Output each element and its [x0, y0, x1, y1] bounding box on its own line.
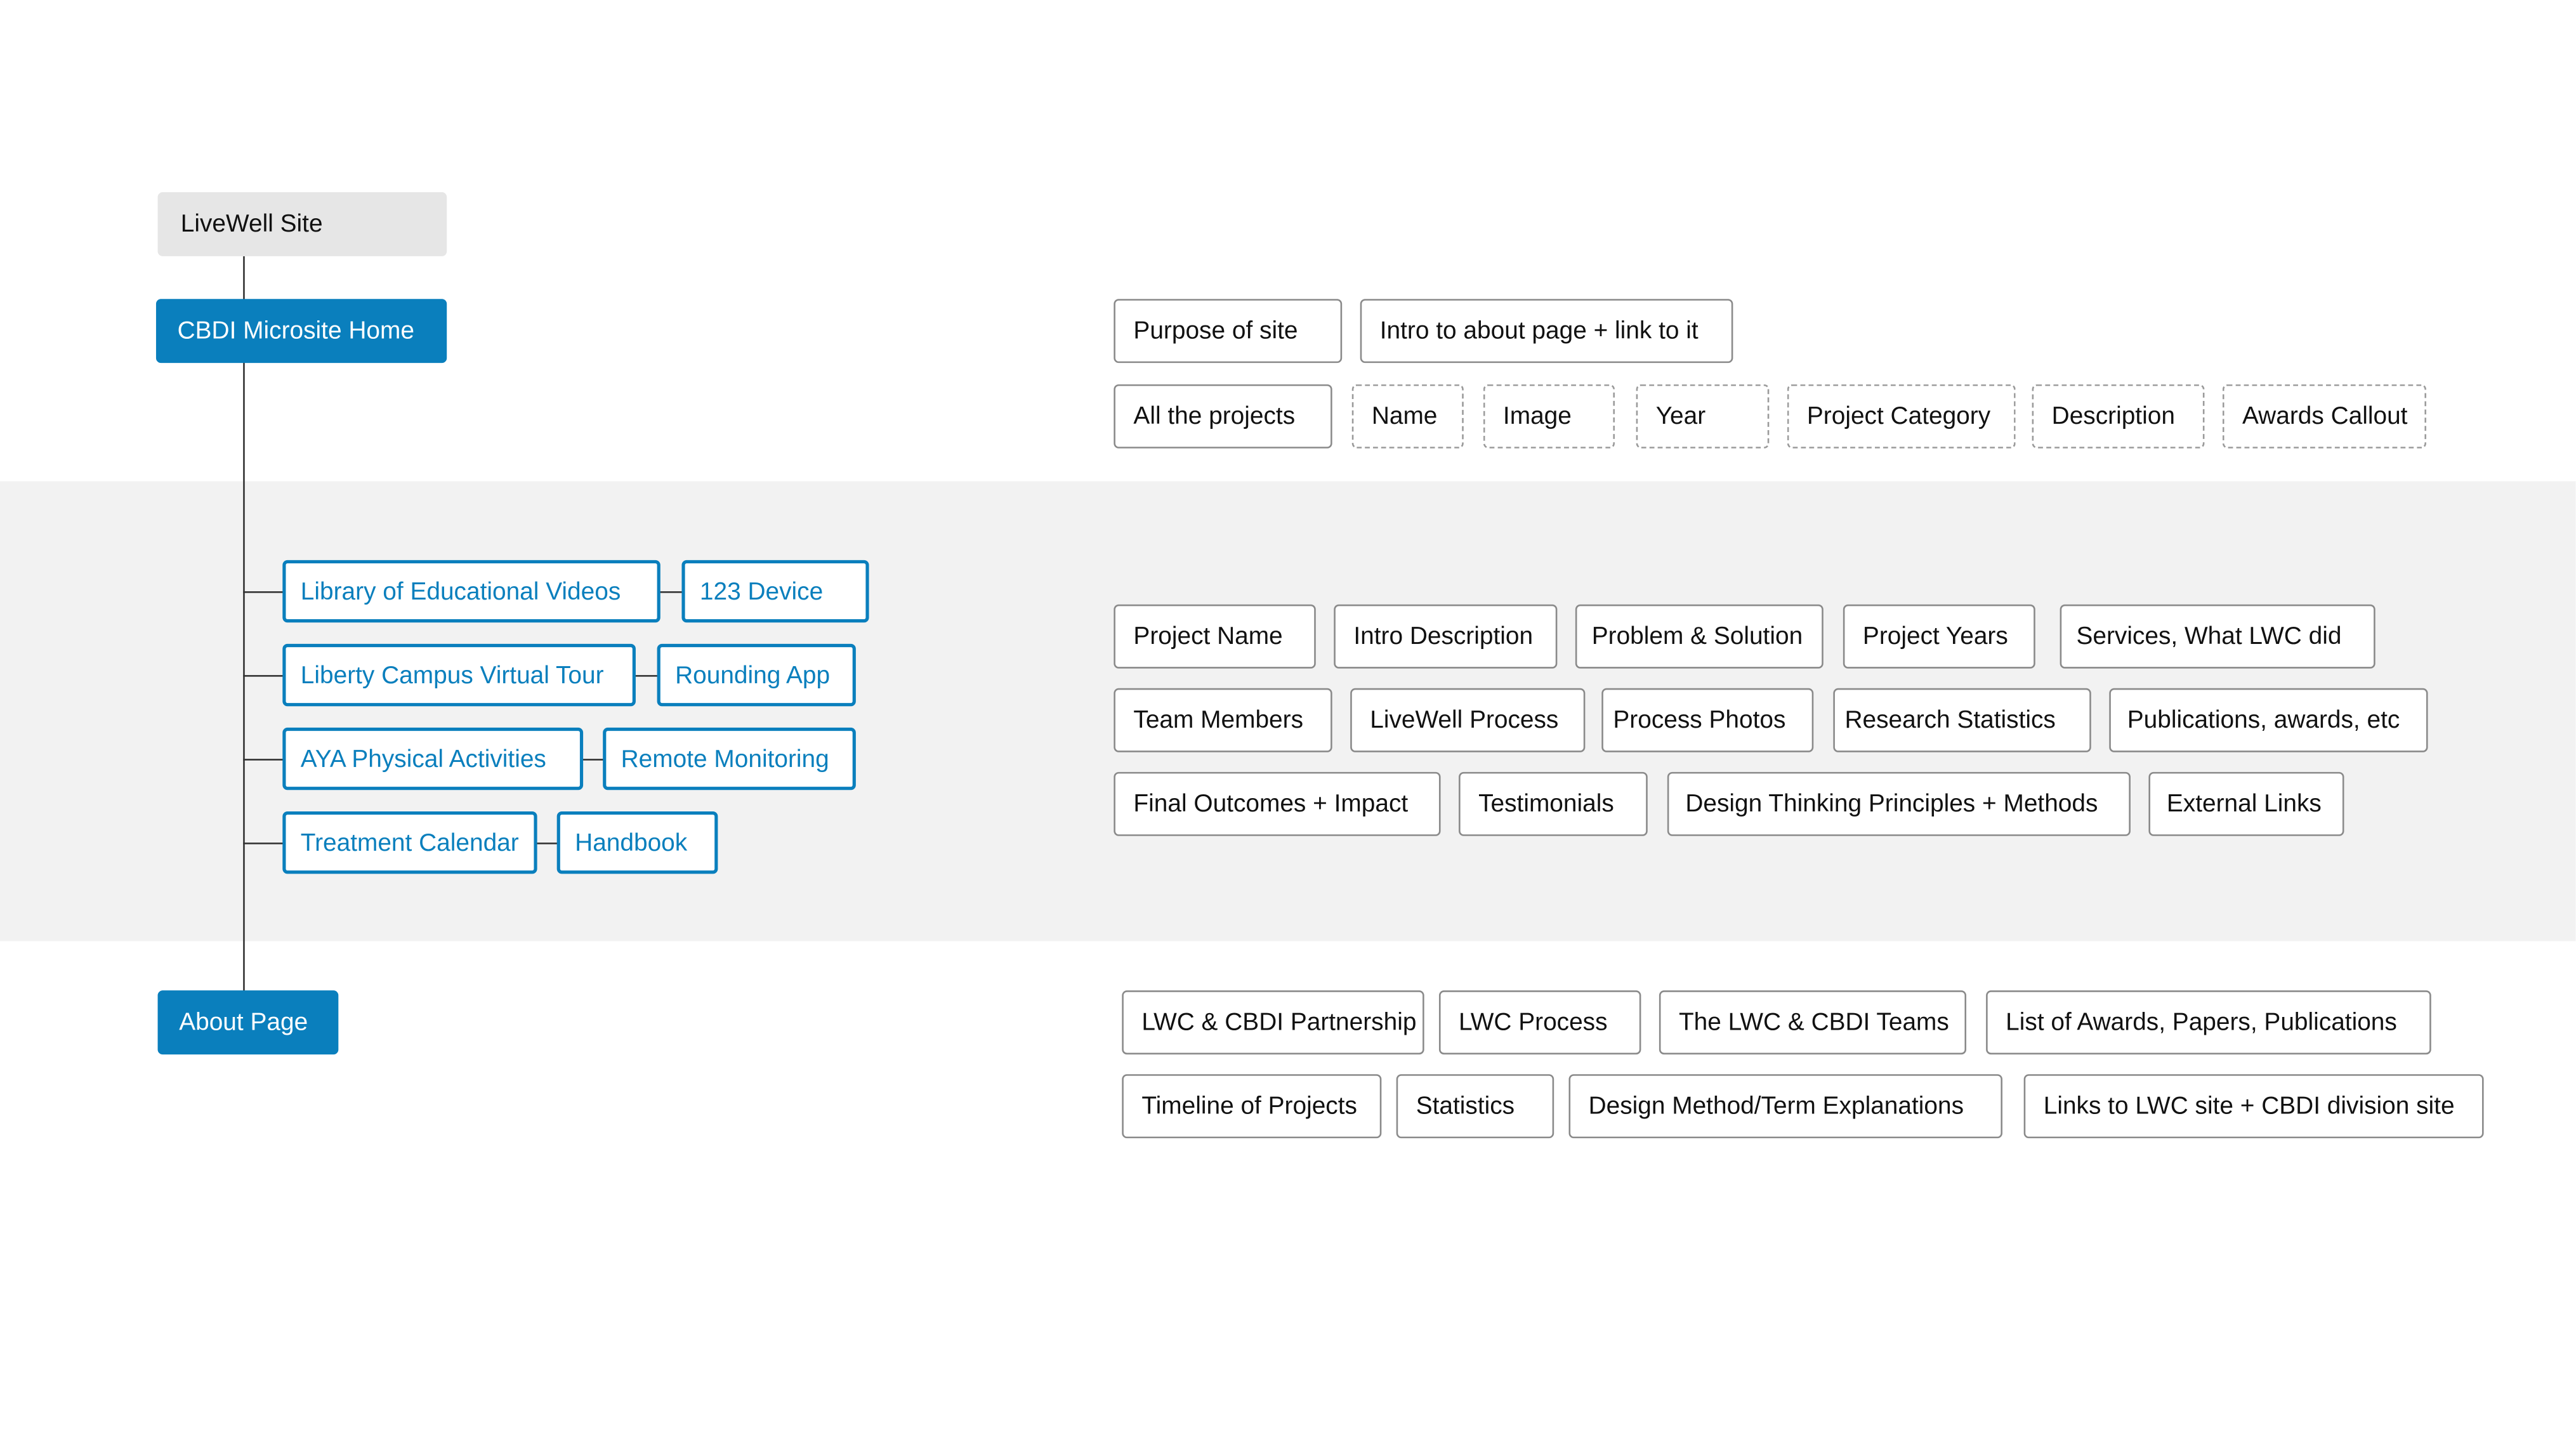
project-content-chip: Testimonials — [1459, 771, 1648, 836]
about-content-chip: Design Method/Term Explanations — [1568, 1074, 2002, 1139]
project-content-chip: Process Photos — [1601, 688, 1814, 752]
project-field-chip: Image — [1483, 384, 1615, 449]
home-content-chip: Purpose of site — [1114, 299, 1343, 364]
project-content-chip: External Links — [2148, 771, 2344, 836]
about-content-chip: The LWC & CBDI Teams — [1659, 990, 1967, 1055]
project-content-chip: Problem & Solution — [1575, 604, 1824, 669]
branch-connector — [243, 759, 284, 761]
project-field-chip: Awards Callout — [2222, 384, 2426, 449]
project-content-chip: Intro Description — [1334, 604, 1558, 669]
root-node: LiveWell Site — [157, 192, 447, 256]
project-content-chip: Project Years — [1843, 604, 2035, 669]
project-content-chip: Publications, awards, etc — [2109, 688, 2428, 752]
project-content-chip: Project Name — [1114, 604, 1316, 669]
pair-connector — [581, 759, 607, 761]
project-content-chip: Research Statistics — [1833, 688, 2091, 752]
project-node: Remote Monitoring — [603, 727, 856, 790]
branch-connector — [243, 591, 284, 593]
pair-connector — [536, 843, 559, 844]
project-node: 123 Device — [681, 560, 869, 623]
trunk-connector — [243, 256, 245, 992]
project-field-chip: Year — [1636, 384, 1770, 449]
about-content-chip: Timeline of Projects — [1122, 1074, 1382, 1139]
branch-connector — [243, 843, 284, 844]
project-field-chip: Project Category — [1787, 384, 2016, 449]
branch-connector — [243, 675, 284, 677]
home-content-chip: All the projects — [1114, 384, 1332, 449]
project-content-chip: Final Outcomes + Impact — [1114, 771, 1441, 836]
pair-connector — [634, 675, 659, 677]
project-node: AYA Physical Activities — [282, 727, 584, 790]
about-content-chip: LWC & CBDI Partnership — [1122, 990, 1424, 1055]
pair-connector — [659, 591, 684, 593]
project-content-chip: LiveWell Process — [1350, 688, 1586, 752]
project-field-chip: Name — [1351, 384, 1464, 449]
project-content-chip: Design Thinking Principles + Methods — [1667, 771, 2131, 836]
about-node: About Page — [157, 990, 339, 1055]
about-content-chip: Links to LWC site + CBDI division site — [2023, 1074, 2484, 1139]
project-field-chip: Description — [2032, 384, 2205, 449]
project-content-chip: Services, What LWC did — [2060, 604, 2376, 669]
project-node: Liberty Campus Virtual Tour — [282, 643, 636, 707]
about-content-chip: Statistics — [1396, 1074, 1554, 1139]
project-content-chip: Team Members — [1114, 688, 1332, 752]
project-node: Rounding App — [657, 643, 856, 707]
project-node: Treatment Calendar — [282, 811, 537, 874]
about-content-chip: List of Awards, Papers, Publications — [1986, 990, 2431, 1055]
project-node: Handbook — [556, 811, 718, 874]
about-content-chip: LWC Process — [1438, 990, 1641, 1055]
home-content-chip: Intro to about page + link to it — [1360, 299, 1733, 364]
home-node: CBDI Microsite Home — [155, 299, 447, 364]
project-node: Library of Educational Videos — [282, 560, 660, 623]
